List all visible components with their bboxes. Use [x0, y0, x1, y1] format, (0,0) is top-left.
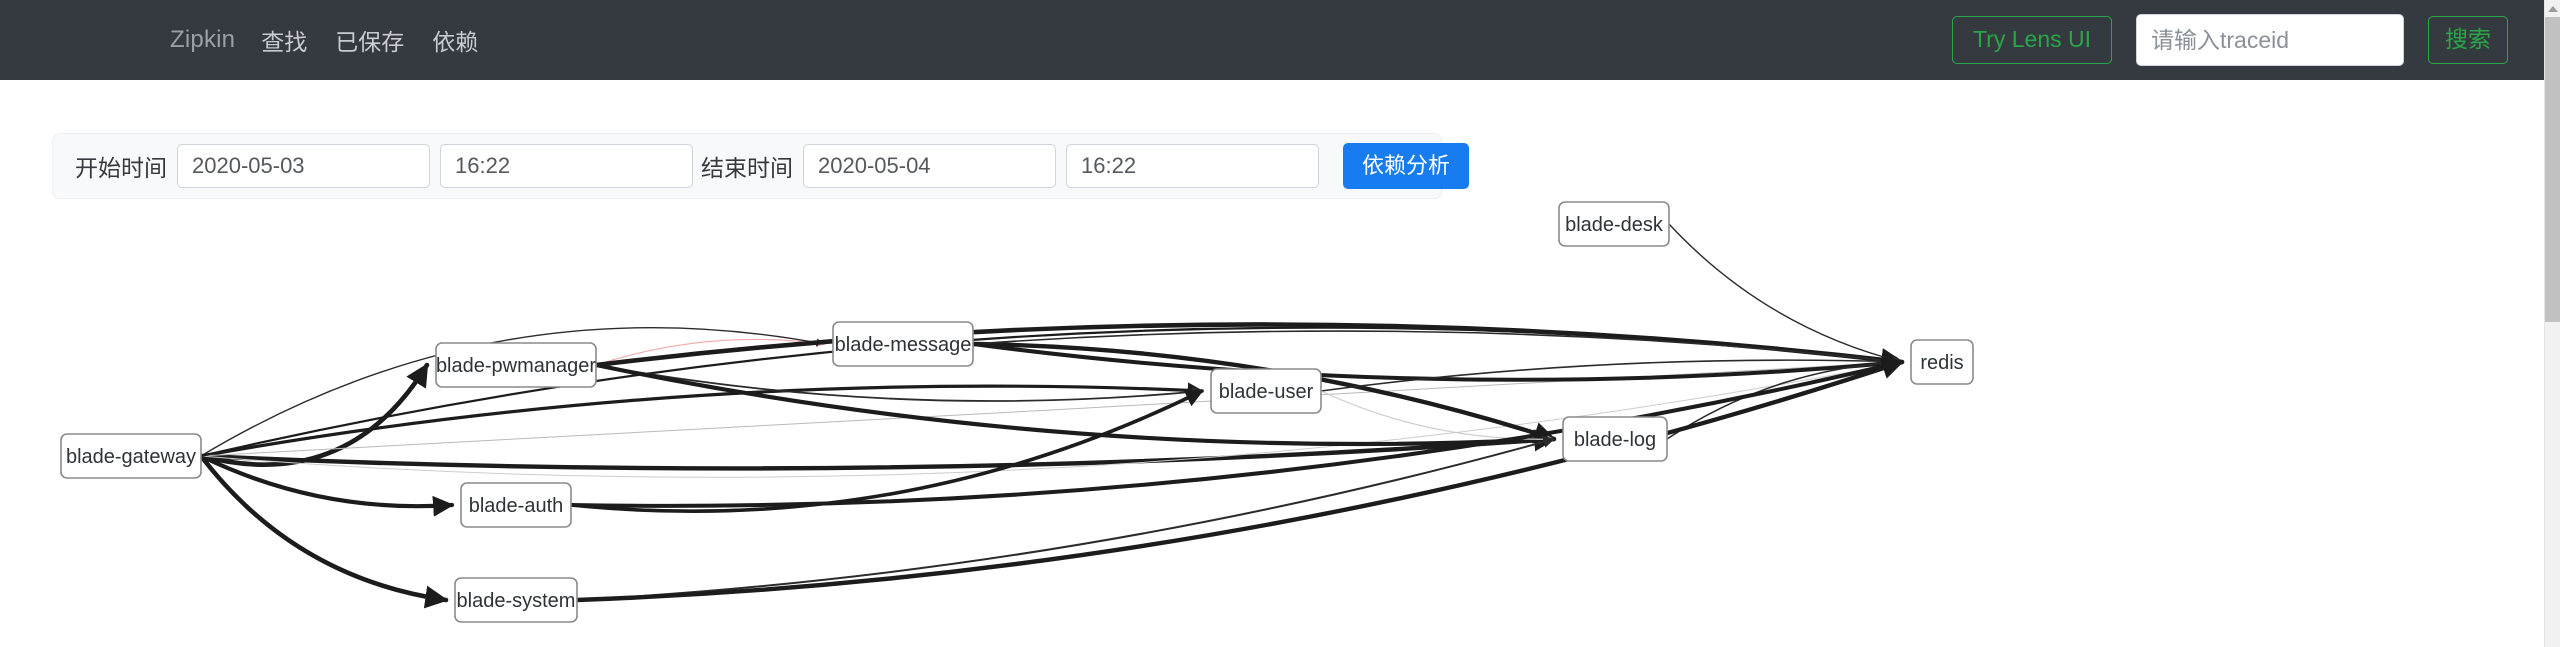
try-lens-ui-button[interactable]: Try Lens UI	[1951, 16, 2112, 64]
top-navbar: Zipkin 查找 已保存 依赖 Try Lens UI 搜索	[0, 0, 2544, 80]
graph-node-box[interactable]	[1910, 339, 1974, 385]
graph-edge[interactable]	[595, 338, 825, 366]
graph-edge[interactable]	[200, 326, 825, 457]
graph-node[interactable]: blade-desk	[1558, 201, 1670, 247]
brand-zipkin[interactable]: Zipkin	[170, 26, 236, 53]
graph-node[interactable]: blade-system	[454, 577, 578, 623]
graph-node[interactable]: blade-message	[832, 321, 974, 367]
graph-edge[interactable]	[595, 364, 1204, 402]
graph-node[interactable]: blade-gateway	[60, 433, 202, 479]
graph-edge[interactable]	[971, 342, 1904, 382]
nav-link-saved[interactable]: 已保存	[335, 29, 405, 55]
graph-node-box[interactable]	[1558, 201, 1670, 247]
graph-edge[interactable]	[1320, 390, 1555, 443]
page-scrollbar[interactable]	[2544, 0, 2560, 647]
graph-edge[interactable]	[972, 330, 1903, 366]
traceid-search-input[interactable]	[2136, 14, 2404, 66]
graph-edge[interactable]	[574, 357, 1905, 603]
graph-edge[interactable]	[576, 436, 1556, 601]
time-range-filter-bar: 开始时间 结束时间 依赖分析	[52, 133, 1470, 199]
scrollbar-thumb[interactable]	[2545, 17, 2560, 322]
graph-node[interactable]: redis	[1910, 339, 1974, 385]
end-time-label: 结束时间	[701, 155, 793, 181]
graph-edge[interactable]	[593, 362, 1557, 451]
graph-edge[interactable]	[198, 453, 455, 517]
graph-node-box[interactable]	[435, 342, 597, 388]
graph-node[interactable]: blade-pwmanager	[435, 342, 597, 388]
nav-link-find[interactable]: 查找	[261, 29, 308, 55]
graph-edge[interactable]	[569, 356, 1904, 508]
graph-node-box[interactable]	[832, 321, 974, 367]
dependency-analyze-button[interactable]: 依赖分析	[1343, 142, 1470, 190]
graph-edge[interactable]	[198, 362, 430, 467]
graph-node-box[interactable]	[1562, 416, 1668, 462]
nav-link-dependency[interactable]: 依赖	[432, 29, 479, 55]
start-time-input[interactable]	[440, 144, 693, 188]
graph-edge[interactable]	[200, 360, 1903, 478]
navbar-actions-group: Try Lens UI 搜索	[1951, 14, 2516, 66]
graph-edge[interactable]	[198, 453, 449, 609]
end-time-input[interactable]	[1066, 144, 1319, 188]
graph-edge[interactable]	[198, 429, 1557, 471]
graph-edge[interactable]	[1666, 357, 1903, 440]
dependency-graph-canvas[interactable]: blade-gateway blade-pwmanager blade-messag…	[0, 199, 2544, 647]
start-date-input[interactable]	[177, 144, 430, 188]
graph-node-box[interactable]	[60, 433, 202, 479]
scroll-up-arrow-icon[interactable]	[2545, 0, 2560, 17]
graph-node[interactable]: blade-log	[1562, 416, 1668, 462]
navbar-links-group: Zipkin 查找 已保存 依赖	[0, 0, 492, 80]
graph-edge[interactable]	[1668, 223, 1903, 365]
graph-edge[interactable]	[1320, 356, 1903, 392]
graph-edge[interactable]	[593, 322, 1905, 372]
graph-node[interactable]: blade-user	[1210, 368, 1322, 414]
dependency-graph-svg[interactable]: blade-gateway blade-pwmanager blade-messag…	[0, 199, 2544, 647]
graph-node-box[interactable]	[460, 482, 572, 528]
graph-edge[interactable]	[199, 382, 1204, 458]
graph-node-box[interactable]	[1210, 368, 1322, 414]
graph-node[interactable]: blade-auth	[460, 482, 572, 528]
graph-edge[interactable]	[569, 389, 1204, 514]
graph-edge-layer	[198, 223, 1905, 609]
start-time-label: 开始时间	[75, 155, 167, 181]
graph-node-box[interactable]	[454, 577, 578, 623]
end-date-input[interactable]	[803, 144, 1056, 188]
search-button[interactable]: 搜索	[2428, 16, 2508, 64]
